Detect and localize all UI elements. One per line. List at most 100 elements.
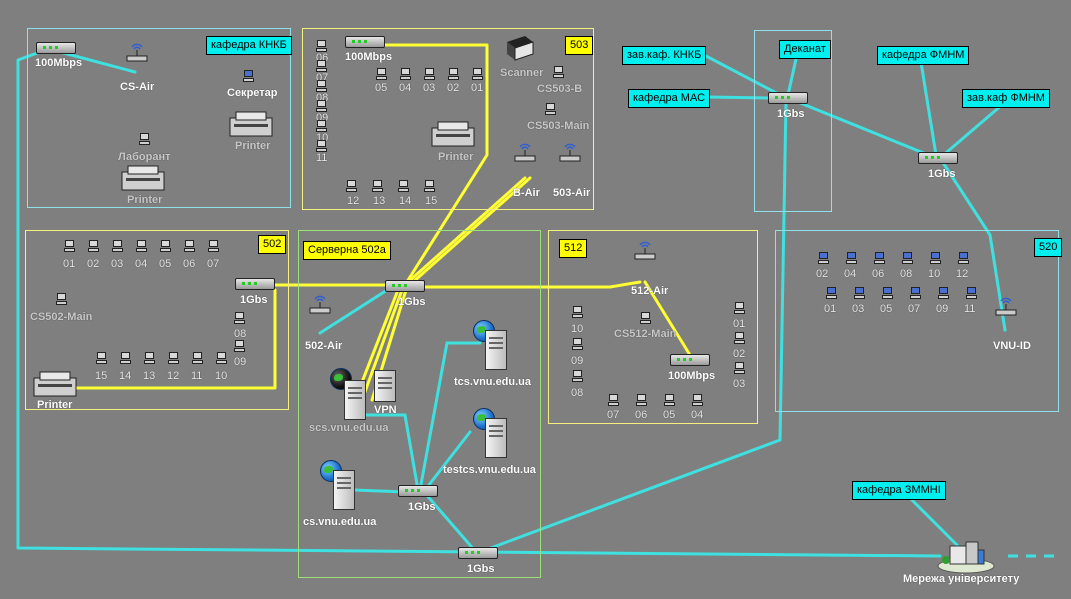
workstation-icon[interactable] [854,287,865,300]
workstation-icon[interactable] [938,287,949,300]
workstation-icon[interactable] [316,60,327,73]
workstation-icon[interactable] [818,252,829,265]
switch-502[interactable] [235,278,275,290]
workstation-icon[interactable] [234,312,245,325]
workstation-icon[interactable] [234,340,245,353]
workstation-number: 06 [872,268,885,280]
workstation-icon[interactable] [734,302,745,315]
b-air-label: B-Air [513,187,540,199]
workstation-icon[interactable] [424,68,435,81]
workstation-icon[interactable] [208,240,219,253]
switch-knkb[interactable] [36,42,76,54]
workstation-icon[interactable] [664,394,675,407]
workstation-icon[interactable] [692,394,703,407]
workstation-icon[interactable] [400,68,411,81]
workstation-icon[interactable] [120,352,131,365]
tag-zav-knkb: зав.каф. КНКБ [622,46,707,65]
workstation-number: 03 [111,258,124,270]
workstation-icon[interactable] [424,180,435,193]
workstation-icon[interactable] [636,394,647,407]
wifi-ap-502-air-icon[interactable] [307,292,333,314]
workstation-icon[interactable] [846,252,857,265]
pc-cs502main-icon[interactable] [56,293,67,306]
workstation-icon[interactable] [398,180,409,193]
workstation-icon[interactable] [144,352,155,365]
switch-servers[interactable] [398,485,438,497]
pc-cs512main-icon[interactable] [640,312,651,325]
wifi-ap-512-air-icon[interactable] [632,238,658,260]
workstation-icon[interactable] [734,332,745,345]
workstation-icon[interactable] [316,140,327,153]
switch-512[interactable] [670,354,710,366]
wifi-ap-vnu-id-icon[interactable] [993,294,1019,316]
workstation-icon[interactable] [874,252,885,265]
workstation-icon[interactable] [572,370,583,383]
server-scs-icon[interactable] [344,380,366,420]
switch-dekanat[interactable] [768,92,808,104]
workstation-icon[interactable] [608,394,619,407]
workstation-number: 09 [234,356,247,368]
workstation-icon[interactable] [882,287,893,300]
workstation-icon[interactable] [910,287,921,300]
workstation-icon[interactable] [572,306,583,319]
workstation-icon[interactable] [168,352,179,365]
switch-fmnm[interactable] [918,152,958,164]
switch-core[interactable] [385,280,425,292]
university-network-icon[interactable] [936,536,996,574]
printer-503-icon[interactable] [430,120,476,150]
workstation-icon[interactable] [192,352,203,365]
workstation-number: 04 [135,258,148,270]
workstation-icon[interactable] [316,120,327,133]
server-tcs-icon[interactable] [485,330,507,370]
workstation-icon[interactable] [930,252,941,265]
server-testcs-icon[interactable] [485,418,507,458]
workstation-number: 01 [63,258,76,270]
pc-cs503main-icon[interactable] [545,103,556,116]
workstation-icon[interactable] [184,240,195,253]
server-cs-icon[interactable] [333,470,355,510]
printer-knkb-2-label: Printer [127,194,163,206]
workstation-icon[interactable] [372,180,383,193]
printer-502-icon[interactable] [32,370,78,400]
room-502 [25,230,289,410]
workstation-icon[interactable] [216,352,227,365]
link-fmnm [918,54,938,157]
workstation-icon[interactable] [346,180,357,193]
workstation-icon[interactable] [902,252,913,265]
workstation-icon[interactable] [112,240,123,253]
wifi-ap-cs-air-icon[interactable] [124,40,150,62]
workstation-icon[interactable] [958,252,969,265]
cs-label: cs.vnu.edu.ua [303,516,377,528]
workstation-icon[interactable] [64,240,75,253]
workstation-icon[interactable] [472,68,483,81]
workstation-icon[interactable] [316,40,327,53]
workstation-icon[interactable] [316,100,327,113]
wifi-ap-503-air-icon[interactable] [557,140,583,162]
server-vpn-icon[interactable] [374,370,396,402]
printer-knkb-1-icon[interactable] [228,110,274,140]
pc-cs503b-icon[interactable] [553,66,564,79]
room-tag-520: 520 [1034,238,1063,257]
switch-502-label: 1Gbs [240,294,268,306]
switch-503[interactable] [345,36,385,48]
scanner-icon[interactable] [505,34,535,62]
workstation-icon[interactable] [376,68,387,81]
link-air502 [318,283,397,335]
workstation-icon[interactable] [160,240,171,253]
pc-sekretar-icon[interactable] [243,70,254,83]
workstation-number: 01 [471,82,484,94]
workstation-icon[interactable] [136,240,147,253]
switch-bottom[interactable] [458,547,498,559]
workstation-icon[interactable] [448,68,459,81]
workstation-icon[interactable] [96,352,107,365]
testcs-label: testcs.vnu.edu.ua [443,464,536,476]
workstation-icon[interactable] [572,338,583,351]
pc-laborant-icon[interactable] [139,133,150,146]
workstation-icon[interactable] [316,80,327,93]
wifi-ap-b-air-icon[interactable] [512,140,538,162]
workstation-icon[interactable] [966,287,977,300]
printer-knkb-2-icon[interactable] [120,164,166,194]
workstation-icon[interactable] [88,240,99,253]
workstation-icon[interactable] [734,362,745,375]
workstation-icon[interactable] [826,287,837,300]
